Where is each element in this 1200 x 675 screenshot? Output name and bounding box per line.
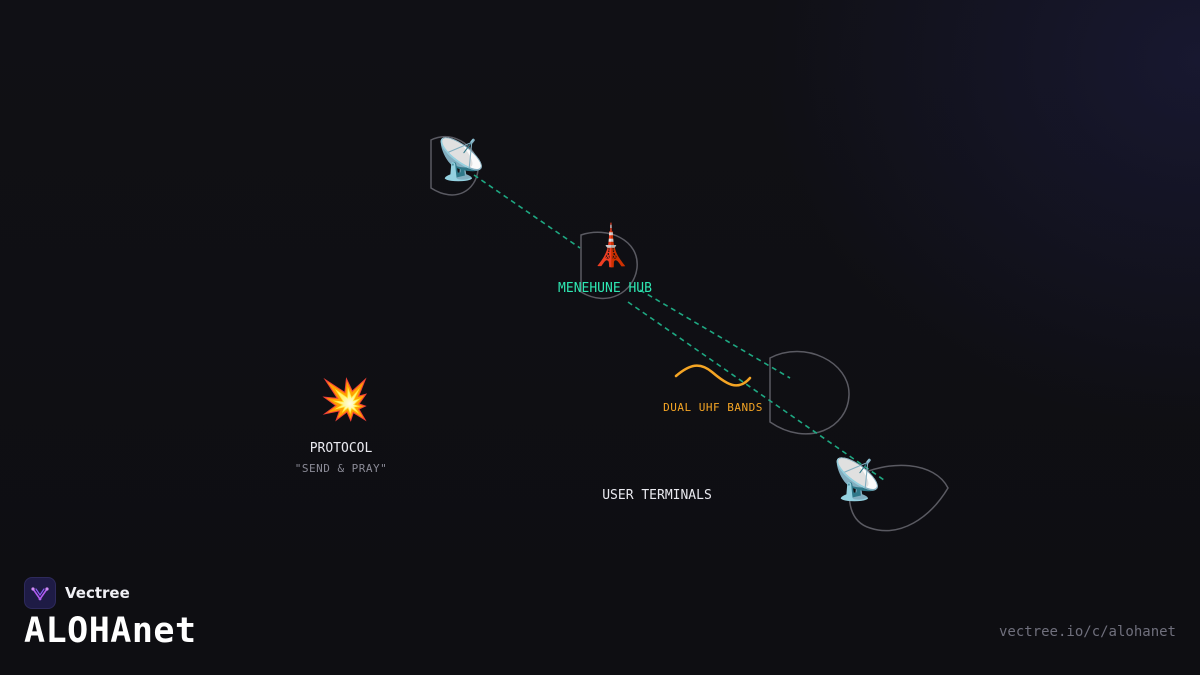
brand-name: Vectree <box>65 584 130 602</box>
page-title: ALOHAnet <box>24 611 197 651</box>
satellite-dish-icon: 📡 <box>436 137 486 183</box>
downlink-line <box>627 301 885 481</box>
footer-url[interactable]: vectree.io/c/alohanet <box>998 624 1176 640</box>
band-outline <box>769 350 850 435</box>
band-label: DUAL UHF BANDS <box>663 401 763 414</box>
wave-icon <box>674 364 752 387</box>
terminals-label: USER TERMINALS <box>602 488 712 503</box>
hub-label: MENEHUNE HUB <box>558 281 652 296</box>
uplink-line <box>473 174 581 249</box>
hub-outline <box>580 231 638 300</box>
protocol-label: PROTOCOL <box>309 441 373 456</box>
collision-icon: 💥 <box>320 377 370 423</box>
radio-tower-icon: 🗼 <box>586 223 636 269</box>
terminal-outline-top <box>430 135 479 196</box>
satellite-dish-icon: 📡 <box>832 457 882 503</box>
hub-band-line <box>639 289 791 379</box>
brand: Vectree <box>24 577 130 609</box>
terminal-outline-bottom <box>848 464 949 532</box>
protocol-sublabel: "SEND & PRAY" <box>294 462 388 475</box>
vectree-logo-icon <box>24 577 56 609</box>
